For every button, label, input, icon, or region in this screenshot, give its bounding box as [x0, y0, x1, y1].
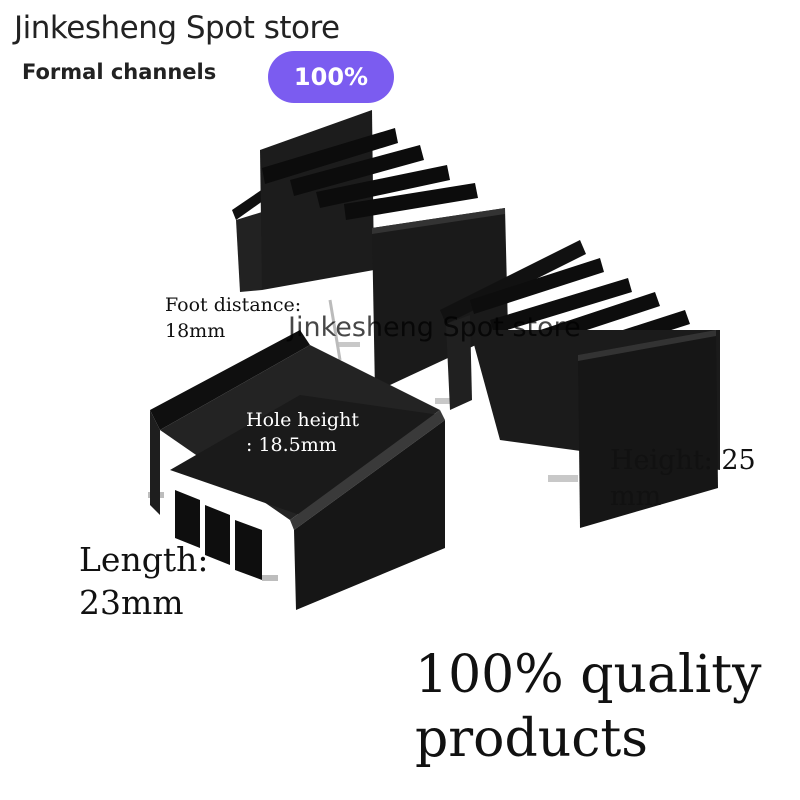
hole-height-line1: Hole height — [246, 409, 359, 431]
height-label: Height: 25 mm — [610, 443, 756, 515]
formal-channels-label: Formal channels — [22, 60, 217, 84]
store-title: Jinkesheng Spot store — [14, 10, 340, 46]
length-line2: 23mm — [79, 583, 184, 622]
heatsink-right — [435, 240, 720, 528]
height-line2: mm — [610, 481, 662, 512]
hole-height-line2: : 18.5mm — [246, 434, 337, 456]
quality-label: 100% quality products — [415, 643, 762, 771]
heatsink-front — [148, 330, 445, 610]
hole-height-label: Hole height : 18.5mm — [246, 408, 359, 458]
percent-badge: 100% — [268, 51, 394, 103]
heatsink-back — [232, 110, 508, 392]
height-line1: Height: 25 — [610, 445, 756, 476]
foot-distance-line1: Foot distance: — [165, 294, 302, 316]
quality-line2: products — [415, 709, 648, 769]
foot-distance-label: Foot distance: 18mm — [165, 292, 301, 344]
length-label: Length: 23mm — [79, 538, 208, 624]
length-line1: Length: — [79, 540, 209, 579]
watermark-text: Jinkesheng Spot store — [288, 312, 581, 343]
foot-distance-line2: 18mm — [165, 320, 226, 342]
quality-line1: 100% quality — [415, 645, 762, 705]
